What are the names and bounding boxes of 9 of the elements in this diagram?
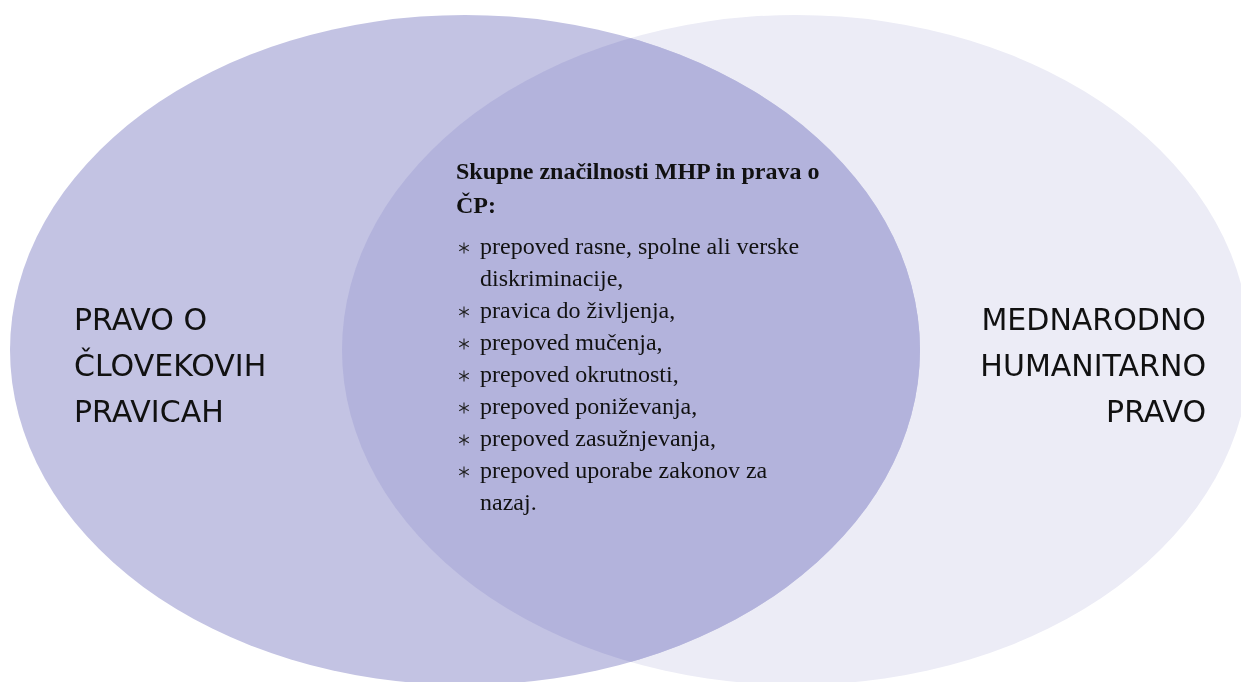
- circle-label: MEDNARODNO HUMANITARNO PRAVO: [979, 301, 1206, 431]
- list-item: prepoved zasužnjevanja,: [480, 424, 716, 453]
- overlap-heading: Skupne značilnosti MHP in prava o ČP:: [456, 157, 821, 220]
- circle-label: PRAVO O ČLOVEKOVIH PRAVICAH: [74, 301, 268, 431]
- list-item: prepoved okrutnosti,: [480, 360, 679, 389]
- list-item: pravica do življenja,: [480, 296, 676, 325]
- list-item: prepoved uporabe zakonov za nazaj.: [480, 456, 769, 517]
- list-item: prepoved mučenja,: [480, 328, 663, 357]
- list-item: prepoved poniževanja,: [480, 392, 698, 421]
